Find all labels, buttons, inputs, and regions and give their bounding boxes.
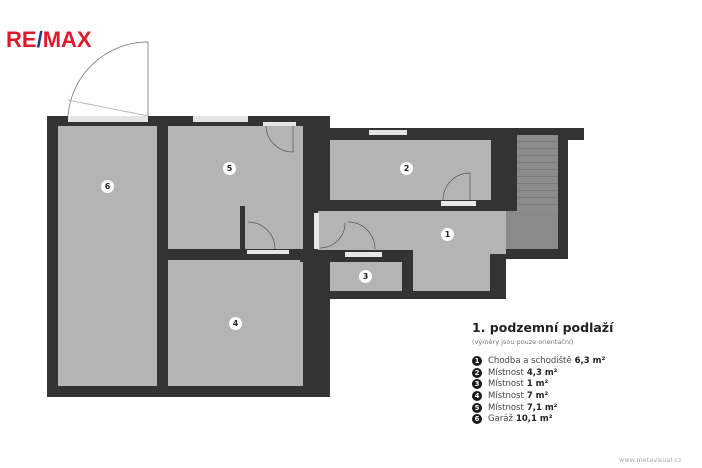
legend-number: 4 <box>472 390 482 401</box>
legend-number: 6 <box>472 414 482 425</box>
wall-room3-right <box>402 250 413 291</box>
staircase-landing <box>506 211 558 249</box>
legend-number: 5 <box>472 402 482 413</box>
logo-max: MAX <box>42 27 92 52</box>
legend-number: 3 <box>472 379 482 390</box>
legend-number: 1 <box>472 355 482 366</box>
legend-name: Místnost <box>488 367 524 378</box>
room-badge-4: 4 <box>229 317 242 330</box>
logo-slash: / <box>36 27 43 52</box>
room-badge-6: 6 <box>101 180 114 193</box>
legend-area: 6,3 m² <box>574 355 606 366</box>
room-6 <box>58 126 157 386</box>
wall-stub <box>240 206 245 251</box>
legend-name: Místnost <box>488 402 524 413</box>
room-badge-5: 5 <box>223 162 236 175</box>
garage-door-opening <box>68 116 148 122</box>
wall-room45-divider <box>157 249 307 260</box>
legend-area: 10,1 m² <box>515 414 553 425</box>
legend-subtitle: (výměry jsou pouze orientační) <box>472 338 574 346</box>
legend-name: Místnost <box>488 379 524 390</box>
legend-title: 1. podzemní podlaží <box>472 320 614 335</box>
legend-number: 2 <box>472 367 482 378</box>
room-badge-2: 2 <box>400 162 413 175</box>
window-room2 <box>369 130 407 135</box>
window-room5 <box>193 116 248 122</box>
legend-name: Místnost <box>488 390 524 401</box>
legend-area: 7,1 m² <box>526 402 558 413</box>
remax-logo: RE/MAX <box>6 28 92 52</box>
legend-area: 7 m² <box>526 390 549 401</box>
legend-name: Garáž <box>488 414 513 425</box>
logo-re: RE <box>6 27 37 52</box>
room-badge-1: 1 <box>441 228 454 241</box>
door-opening-room5 <box>263 122 296 126</box>
credit-link[interactable]: www.metavisual.cz <box>619 456 682 464</box>
room-1-corridor <box>318 211 506 254</box>
room-1-lower <box>413 254 490 291</box>
legend-area: 1 m² <box>526 379 549 390</box>
legend-name: Chodba a schodiště <box>488 355 572 366</box>
room-5 <box>168 126 303 249</box>
legend-area: 4,3 m² <box>526 367 558 378</box>
room-badge-3: 3 <box>359 270 372 283</box>
wall-notch <box>316 290 330 397</box>
